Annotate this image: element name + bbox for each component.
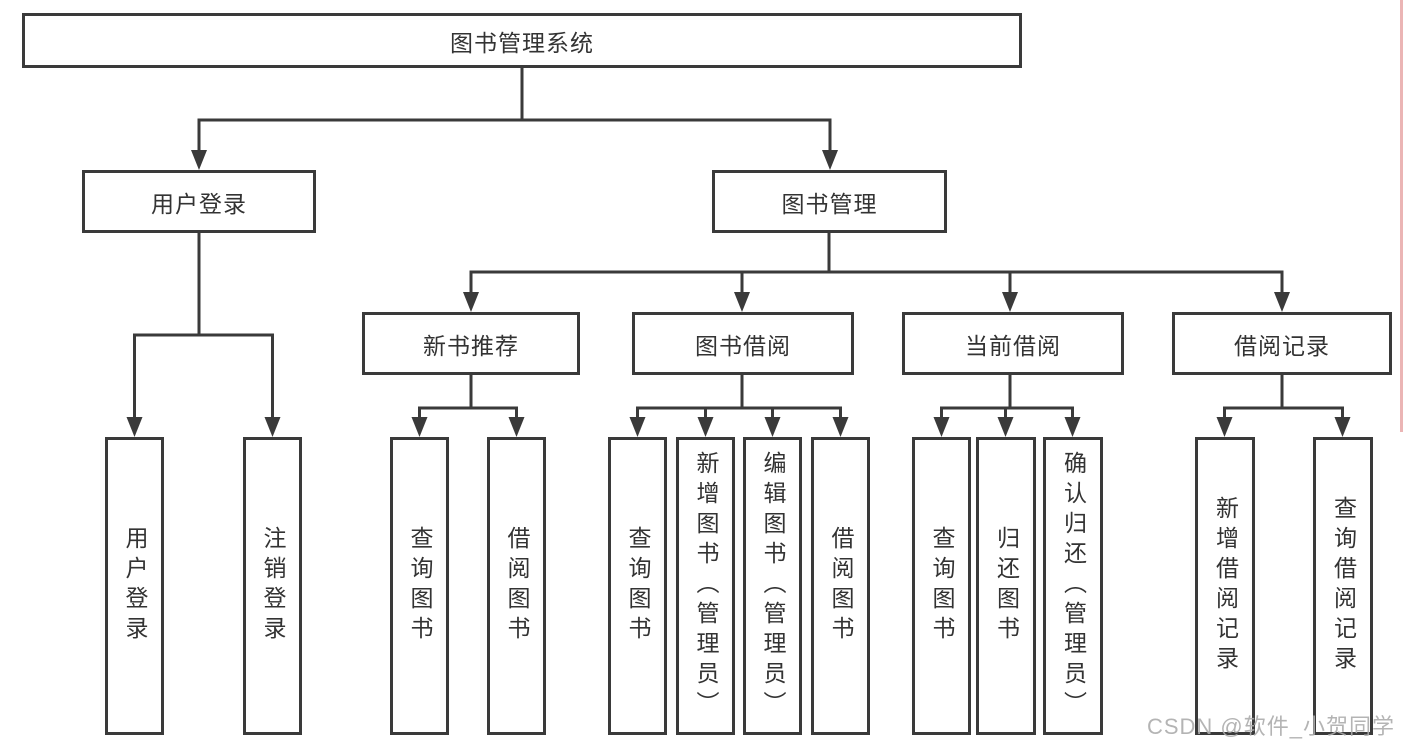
arrowhead bbox=[933, 417, 950, 437]
node-book-borrow-label: 图书借阅 bbox=[695, 332, 791, 359]
arrowhead bbox=[822, 150, 838, 170]
leaf-user-login-label: 用户登录 bbox=[122, 526, 148, 646]
csdn-watermark: CSDN @软件_小贺同学 bbox=[1146, 714, 1395, 739]
arrowhead bbox=[1334, 417, 1351, 437]
leaf-return-book: 归还图书 bbox=[976, 437, 1036, 735]
leaf-borrow-books-recommend-label: 借阅图书 bbox=[504, 526, 530, 646]
arrowhead bbox=[508, 417, 525, 437]
arrowhead bbox=[264, 417, 281, 437]
arrowhead bbox=[1064, 417, 1081, 437]
leaf-borrow-books-label: 借阅图书 bbox=[828, 526, 854, 646]
arrowhead bbox=[463, 292, 479, 312]
leaf-add-borrow-record-label: 新增借阅记录 bbox=[1212, 496, 1239, 676]
leaf-query-books-current: 查询图书 bbox=[912, 437, 971, 735]
node-book-management: 图书管理 bbox=[712, 170, 947, 233]
arrowhead bbox=[629, 417, 646, 437]
leaf-query-books-recommend: 查询图书 bbox=[390, 437, 449, 735]
arrowhead bbox=[697, 417, 714, 437]
leaf-confirm-return-admin-label: 确认归还（管理员） bbox=[1060, 451, 1087, 721]
arrowhead bbox=[126, 417, 143, 437]
leaf-borrow-books: 借阅图书 bbox=[811, 437, 870, 735]
leaf-query-borrow-record: 查询借阅记录 bbox=[1313, 437, 1373, 735]
node-borrow-records: 借阅记录 bbox=[1172, 312, 1392, 375]
arrowhead bbox=[997, 417, 1014, 437]
arrowhead bbox=[734, 292, 750, 312]
leaf-add-book-admin: 新增图书（管理员） bbox=[676, 437, 735, 735]
node-new-book-recommend-label: 新书推荐 bbox=[423, 332, 519, 359]
leaf-query-books-borrow-label: 查询图书 bbox=[625, 526, 651, 646]
arrowhead bbox=[191, 150, 207, 170]
leaf-query-borrow-record-label: 查询借阅记录 bbox=[1330, 496, 1357, 676]
edge-accent-line bbox=[1400, 0, 1403, 432]
leaf-query-books-current-label: 查询图书 bbox=[929, 526, 955, 646]
arrowhead bbox=[411, 417, 428, 437]
leaf-logout-label: 注销登录 bbox=[260, 526, 286, 646]
node-user-login-label: 用户登录 bbox=[151, 190, 247, 217]
arrowhead bbox=[1216, 417, 1233, 437]
leaf-user-login: 用户登录 bbox=[105, 437, 164, 735]
leaf-return-book-label: 归还图书 bbox=[993, 526, 1020, 646]
leaf-query-books-borrow: 查询图书 bbox=[608, 437, 667, 735]
node-book-management-label: 图书管理 bbox=[781, 190, 878, 217]
arrowhead bbox=[832, 417, 849, 437]
node-book-borrow: 图书借阅 bbox=[632, 312, 854, 375]
arrowhead bbox=[764, 417, 781, 437]
node-current-borrow: 当前借阅 bbox=[902, 312, 1124, 375]
arrowheads bbox=[126, 150, 1351, 437]
node-current-borrow-label: 当前借阅 bbox=[965, 332, 1061, 359]
node-borrow-records-label: 借阅记录 bbox=[1234, 332, 1330, 359]
leaf-borrow-books-recommend: 借阅图书 bbox=[487, 437, 546, 735]
arrowhead bbox=[1274, 292, 1290, 312]
node-root: 图书管理系统 bbox=[22, 13, 1022, 68]
leaf-edit-book-admin: 编辑图书（管理员） bbox=[743, 437, 802, 735]
leaf-logout: 注销登录 bbox=[243, 437, 302, 735]
arrowhead bbox=[1002, 292, 1018, 312]
leaf-add-book-admin-label: 新增图书（管理员） bbox=[693, 451, 719, 721]
leaf-add-borrow-record: 新增借阅记录 bbox=[1195, 437, 1255, 735]
leaf-edit-book-admin-label: 编辑图书（管理员） bbox=[760, 451, 786, 721]
node-user-login: 用户登录 bbox=[82, 170, 316, 233]
connector-lines bbox=[133, 66, 1344, 423]
leaf-query-books-recommend-label: 查询图书 bbox=[407, 526, 433, 646]
node-new-book-recommend: 新书推荐 bbox=[362, 312, 580, 375]
node-root-label: 图书管理系统 bbox=[450, 29, 594, 56]
leaf-confirm-return-admin: 确认归还（管理员） bbox=[1043, 437, 1103, 735]
